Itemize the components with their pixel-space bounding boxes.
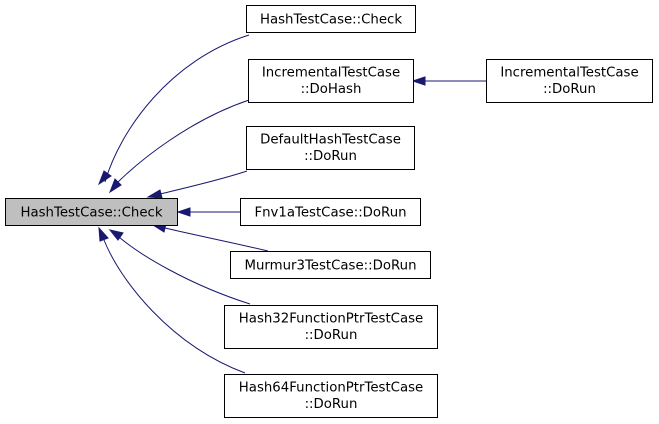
node-caller-defaulthash-dorun[interactable]: DefaultHashTestCase ::DoRun [246,126,415,170]
arrowhead-dorun-to-dohash [411,76,426,86]
node-caller-murmur3-dorun[interactable]: Murmur3TestCase::DoRun [230,251,431,279]
edge-caller-defaulthash [159,170,248,195]
arrowhead-caller-hash64 [98,226,109,242]
edge-caller-hash64 [103,239,246,374]
node-caller-hash32-dorun[interactable]: Hash32FunctionPtrTestCase ::DoRun [224,305,438,349]
node-incremental-dorun[interactable]: IncrementalTestCase ::DoRun [486,59,653,103]
node-caller-1-box [248,59,414,103]
node-root-label: HashTestCase::Check [20,206,162,221]
node-caller-4-line-1: Murmur3TestCase::DoRun [245,259,417,274]
node-caller-5-box [224,305,438,349]
node-root-box [5,198,178,226]
node-caller-2-line-2: ::DoRun [304,149,357,164]
node-caller-2-line-1: DefaultHashTestCase [260,133,401,148]
node-caller-hashtestcase-check[interactable]: HashTestCase::Check [246,5,416,33]
node-caller-6-line-1: Hash64FunctionPtrTestCase [239,381,423,396]
node-caller-0-box [246,5,416,33]
arrowhead-caller-check [97,170,112,186]
node-caller-incremental-dohash[interactable]: IncrementalTestCase ::DoHash [248,59,414,103]
node-second-level-box [486,59,653,103]
node-caller-fnv1a-dorun[interactable]: Fnv1aTestCase::DoRun [240,198,421,226]
arrowhead-caller-defaulthash [146,189,163,199]
node-caller-2-box [246,126,415,170]
arrowhead-caller-dohash [108,178,122,194]
node-caller-3-box [240,198,421,226]
node-caller-5-line-2: ::DoRun [305,328,358,343]
node-caller-hash64-dorun[interactable]: Hash64FunctionPtrTestCase ::DoRun [224,374,438,418]
node-second-level-line-1: IncrementalTestCase [500,66,638,81]
node-caller-0-line-1: HashTestCase::Check [260,13,402,28]
arrowhead-caller-hash32 [108,229,124,241]
node-caller-6-line-2: ::DoRun [305,397,358,412]
edge-caller-dohash [115,99,250,185]
node-caller-5-line-1: Hash32FunctionPtrTestCase [239,312,423,327]
node-caller-4-box [230,251,431,279]
edge-caller-hash32 [118,236,251,305]
node-caller-1-line-1: IncrementalTestCase [262,66,400,81]
arrowhead-caller-fnv1a [176,207,191,217]
node-root-hashtestcase-check[interactable]: HashTestCase::Check [5,198,178,226]
node-caller-6-box [224,374,438,418]
edge-caller-check [104,34,250,183]
node-caller-1-line-2: ::DoHash [301,82,362,97]
node-caller-3-line-1: Fnv1aTestCase::DoRun [254,206,406,221]
edge-caller-murmur3 [164,227,269,252]
node-second-level-line-2: ::DoRun [543,82,596,97]
